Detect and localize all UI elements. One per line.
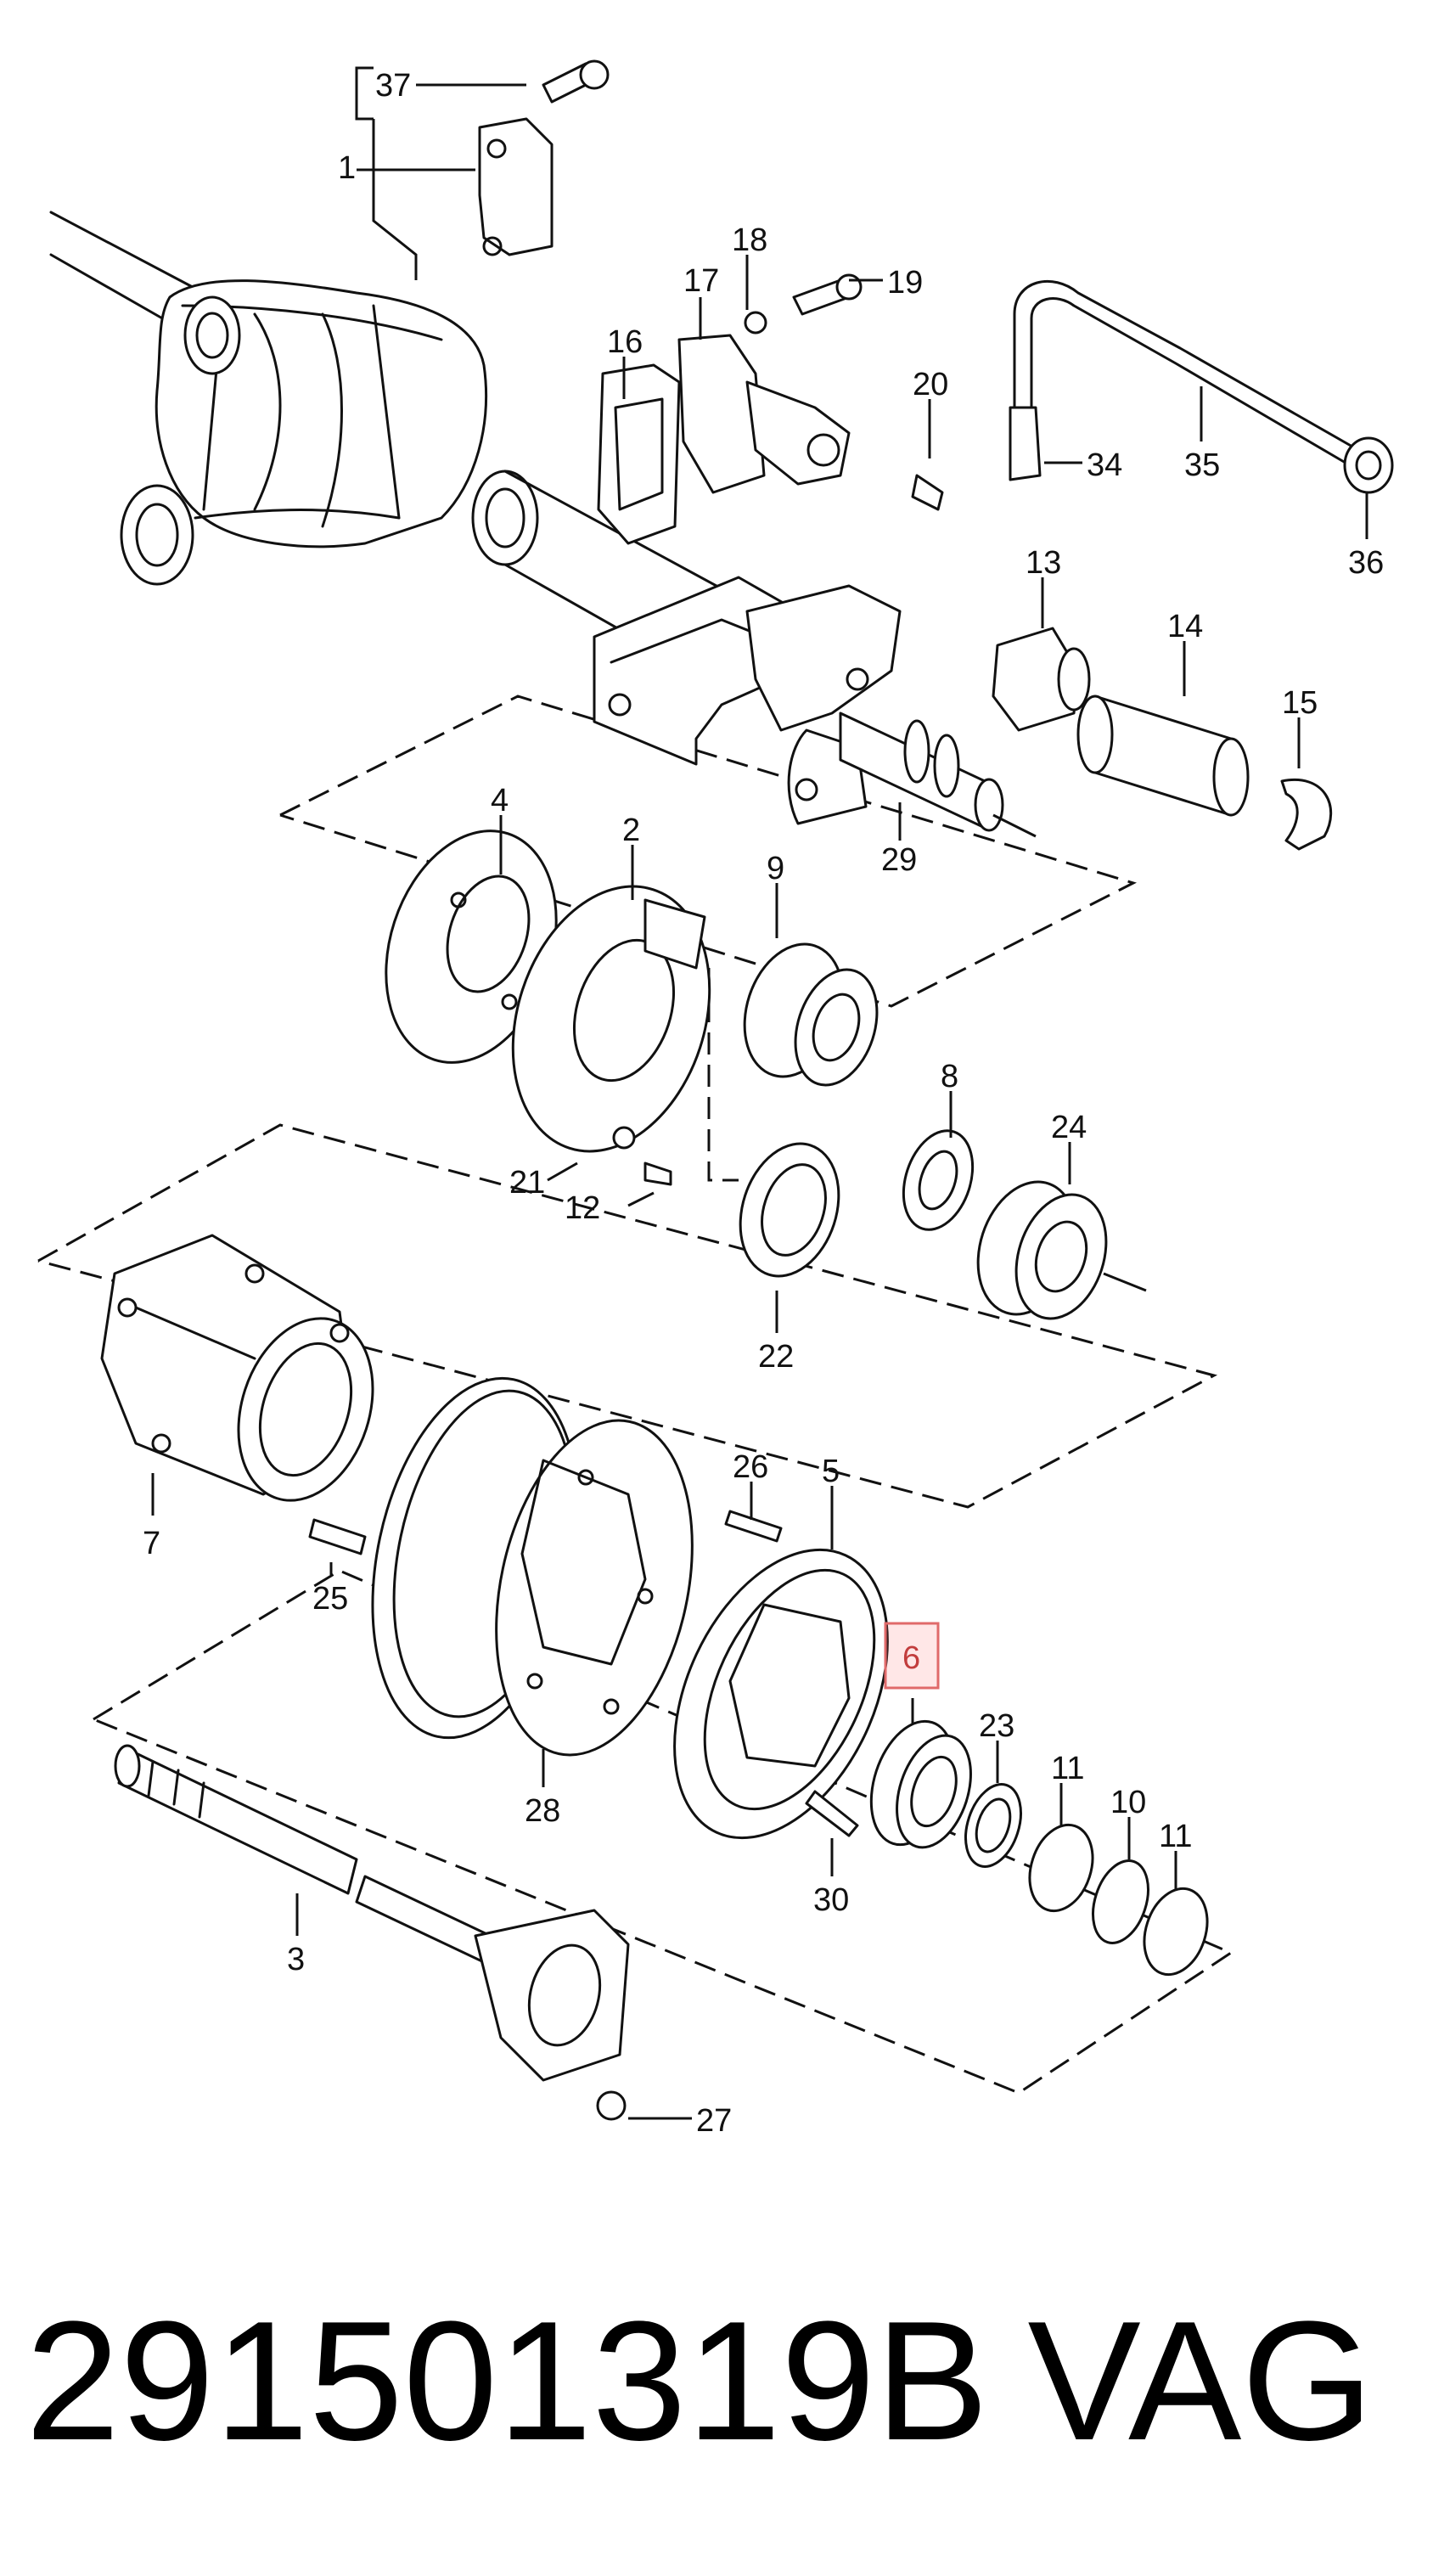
- callout-labels: 37 1 18 19 17 16 20 34 35 36 13 14 15 4 …: [143, 68, 1384, 2139]
- callout-26: 26: [733, 1449, 768, 1485]
- callout-37: 37: [375, 68, 411, 104]
- breather-hose: [1009, 279, 1394, 494]
- callout-23: 23: [979, 1708, 1014, 1744]
- callout-11-b: 11: [1159, 1819, 1192, 1854]
- callout-29: 29: [881, 842, 917, 878]
- callout-24: 24: [1051, 1110, 1087, 1145]
- callout-13: 13: [1026, 545, 1061, 581]
- bearing-and-seals: [739, 942, 1147, 1320]
- wheel-hub: [100, 1234, 374, 1555]
- callout-6: 6: [902, 1640, 920, 1676]
- spindle-sleeve-parts: [992, 627, 1333, 851]
- callout-34: 34: [1087, 447, 1122, 483]
- callout-7: 7: [143, 1526, 160, 1561]
- callout-27: 27: [696, 2103, 732, 2139]
- brake-drum: [371, 1376, 694, 1757]
- axle-housing: [49, 211, 1037, 838]
- callout-5: 5: [822, 1454, 840, 1489]
- callout-19: 19: [887, 265, 923, 301]
- callout-8: 8: [941, 1059, 958, 1094]
- callout-14: 14: [1167, 609, 1203, 644]
- callout-1: 1: [338, 150, 356, 186]
- callout-4: 4: [491, 783, 509, 818]
- callout-16: 16: [607, 324, 643, 360]
- backing-plates: [385, 830, 711, 1186]
- callout-21: 21: [509, 1165, 545, 1201]
- callout-10: 10: [1110, 1785, 1146, 1820]
- brand-name: VAG: [1027, 2286, 1374, 2476]
- callout-17: 17: [683, 263, 719, 299]
- part-caption: 291501319B VAG: [25, 2241, 1408, 2522]
- backing-plate-and-bearing: [673, 1510, 1209, 1977]
- callout-22: 22: [758, 1339, 794, 1375]
- callout-30: 30: [813, 1882, 849, 1918]
- callout-35: 35: [1184, 447, 1220, 483]
- part-number: 291501319B: [25, 2286, 989, 2476]
- clamp-and-bolt: [478, 59, 610, 256]
- gasket-and-flange: [597, 273, 944, 545]
- callout-9: 9: [767, 851, 784, 886]
- axle-half-shaft: [114, 1744, 630, 2121]
- callout-36: 36: [1348, 545, 1384, 581]
- callout-15: 15: [1282, 685, 1318, 721]
- callout-6-highlight: 6: [884, 1622, 940, 1690]
- callout-28: 28: [525, 1793, 560, 1829]
- callout-12: 12: [565, 1190, 600, 1226]
- callout-20: 20: [913, 367, 948, 402]
- callout-11: 11: [1051, 1751, 1084, 1786]
- callout-25: 25: [312, 1581, 348, 1617]
- callout-18: 18: [732, 222, 767, 258]
- callout-3: 3: [287, 1942, 305, 1977]
- leader-lines: [151, 66, 1368, 2120]
- callout-2: 2: [622, 813, 640, 848]
